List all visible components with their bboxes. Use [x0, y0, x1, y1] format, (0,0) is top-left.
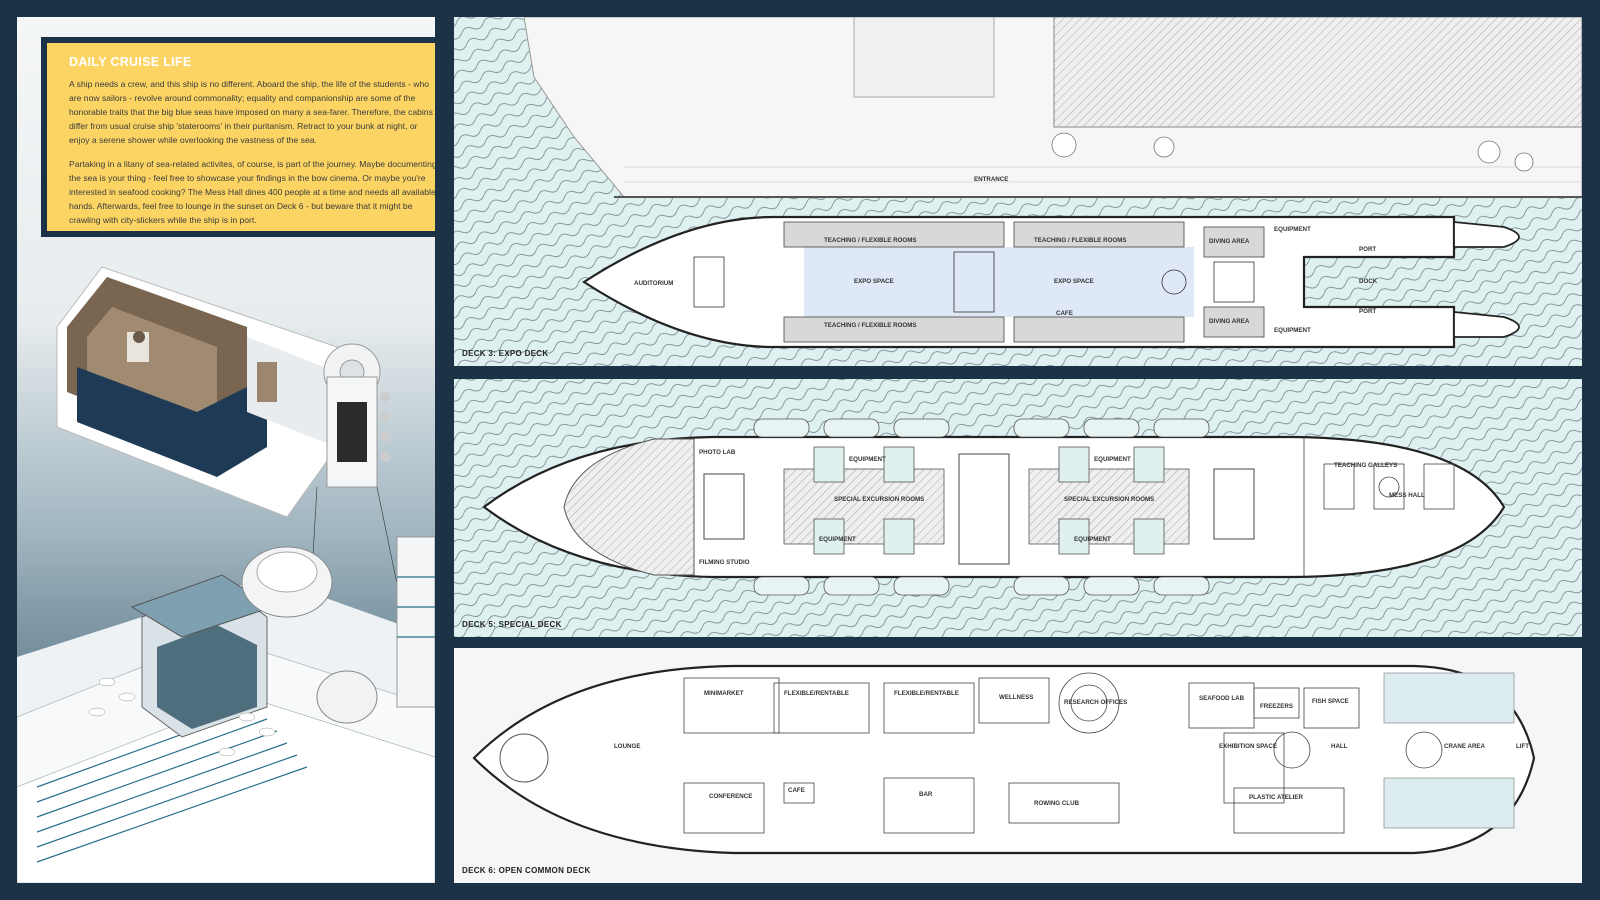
- deck6-crane: CRANE AREA: [1444, 743, 1486, 750]
- deck5-plan: PHOTO LAB FILMING STUDIO SPECIAL EXCURSI…: [454, 379, 1582, 637]
- deck6-bar: BAR: [919, 791, 933, 798]
- info-title: DAILY CRUISE LIFE: [69, 55, 192, 69]
- deck6-panel: MINIMARKET FLEXIBLE/RENTABLE FLEXIBLE/RE…: [454, 648, 1582, 883]
- deck5-equipment-3: EQUIPMENT: [1094, 456, 1131, 463]
- deck6-rowing: ROWING CLUB: [1034, 800, 1080, 807]
- deck6-research: RESEARCH OFFICES: [1064, 699, 1127, 706]
- info-paragraph-1: A ship needs a crew, and this ship is no…: [69, 79, 433, 145]
- deck6-exhibition: EXHIBITION SPACE: [1219, 743, 1277, 750]
- deck3-expo-1: EXPO SPACE: [854, 278, 894, 285]
- deck3-port-2: PORT: [1359, 308, 1376, 315]
- deck5-special-1: SPECIAL EXCURSION ROOMS: [834, 496, 924, 503]
- ship-deck-iso: [17, 536, 435, 883]
- info-paragraph-2: Partaking in a litany of sea-related act…: [69, 159, 435, 225]
- deck3-port-1: PORT: [1359, 246, 1376, 253]
- deck3-label: DECK 3: EXPO DECK: [462, 349, 549, 358]
- deck5-special-2: SPECIAL EXCURSION ROOMS: [1064, 496, 1154, 503]
- deck6-label: DECK 6: OPEN COMMON DECK: [462, 866, 591, 875]
- deck5-mess-hall: MESS HALL: [1389, 492, 1425, 499]
- deck3-diving-1: DIVING AREA: [1209, 238, 1250, 245]
- deck3-cafe: CAFE: [1056, 310, 1073, 317]
- deck6-minimarket: MINIMARKET: [704, 690, 744, 697]
- cabin-cutaway: [56, 266, 390, 518]
- deck3-expo-2: EXPO SPACE: [1054, 278, 1094, 285]
- deck6-cafe: CAFE: [788, 787, 805, 794]
- info-box: DAILY CRUISE LIFE A ship needs a crew, a…: [41, 37, 435, 237]
- deck6-fish-space: FISH SPACE: [1312, 698, 1349, 705]
- deck6-plan: MINIMARKET FLEXIBLE/RENTABLE FLEXIBLE/RE…: [454, 648, 1582, 883]
- deck3-auditorium: AUDITORIUM: [634, 280, 673, 287]
- deck6-flexible-2: FLEXIBLE/RENTABLE: [894, 690, 959, 697]
- deck5-equipment-2: EQUIPMENT: [819, 536, 856, 543]
- deck3-teaching-2: TEACHING / FLEXIBLE ROOMS: [1034, 237, 1126, 244]
- deck3-equipment-1: EQUIPMENT: [1274, 226, 1311, 233]
- isometric-illustration: [17, 266, 435, 883]
- deck6-seafood-lab: SEAFOOD LAB: [1199, 695, 1245, 702]
- deck3-entrance: ENTRANCE: [974, 176, 1008, 183]
- deck3-teaching-3: TEACHING / FLEXIBLE ROOMS: [824, 322, 916, 329]
- deck5-teaching-galleys: TEACHING GALLEYS: [1334, 462, 1397, 469]
- deck6-wellness: WELLNESS: [999, 694, 1033, 701]
- deck6-hall: HALL: [1331, 743, 1348, 750]
- deck6-plastic: PLASTIC ATELIER: [1249, 794, 1303, 801]
- deck6-conference: CONFERENCE: [709, 793, 752, 800]
- deck3-equipment-2: EQUIPMENT: [1274, 327, 1311, 334]
- deck5-equipment-4: EQUIPMENT: [1074, 536, 1111, 543]
- deck5-equipment-1: EQUIPMENT: [849, 456, 886, 463]
- deck6-flexible-1: FLEXIBLE/RENTABLE: [784, 690, 849, 697]
- deck6-lift: LIFT: [1516, 743, 1529, 750]
- left-panel: DAILY CRUISE LIFE A ship needs a crew, a…: [17, 17, 435, 883]
- deck3-panel: ENTRANCE AUDITORIUM TEACHING / FLEXIBLE …: [454, 17, 1582, 366]
- deck6-freezers: FREEZERS: [1260, 703, 1293, 710]
- deck5-panel: PHOTO LAB FILMING STUDIO SPECIAL EXCURSI…: [454, 379, 1582, 637]
- deck3-dock: DOCK: [1359, 278, 1378, 285]
- deck6-lounge: LOUNGE: [614, 743, 640, 750]
- deck5-filming-studio: FILMING STUDIO: [699, 559, 750, 566]
- deck5-photo-lab: PHOTO LAB: [699, 449, 736, 456]
- deck3-diving-2: DIVING AREA: [1209, 318, 1250, 325]
- deck3-teaching-1: TEACHING / FLEXIBLE ROOMS: [824, 237, 916, 244]
- deck5-label: DECK 5: SPECIAL DECK: [462, 620, 562, 629]
- deck3-plan: ENTRANCE AUDITORIUM TEACHING / FLEXIBLE …: [454, 17, 1582, 366]
